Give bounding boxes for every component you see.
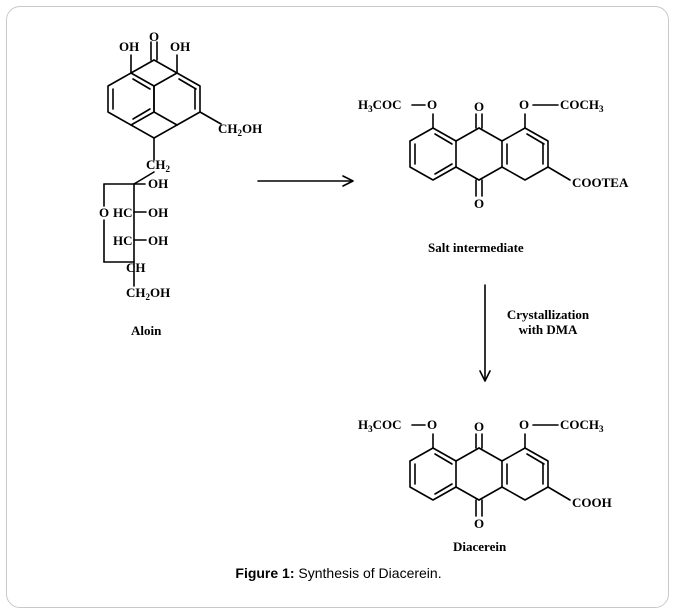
salt-carbonyl-bottom: O xyxy=(474,196,485,211)
aloin-ch2: CH2 xyxy=(146,157,170,175)
caption-text: Synthesis of Diacerein. xyxy=(294,565,442,581)
aloin-carbonyl-o: O xyxy=(149,29,160,44)
aloin-right-ring xyxy=(153,72,201,126)
crystallization-line-2: with DMA xyxy=(518,322,578,337)
aloin-hc-1: HC xyxy=(113,205,133,220)
diacerein-ester-right-o: O xyxy=(519,417,530,432)
diacerein-ester-left-o: O xyxy=(427,417,438,432)
salt-ester-left-o: O xyxy=(427,97,438,112)
diacerein-structure xyxy=(409,424,571,517)
crystallization-step-label: Crystallization with DMA xyxy=(493,307,603,337)
diacerein-left-ring xyxy=(409,447,457,501)
salt-carbonyl-top: O xyxy=(474,99,485,114)
diacerein-right-ring xyxy=(501,447,549,501)
salt-ester-left: H3COC xyxy=(358,97,402,115)
aloin-oh-c3: OH xyxy=(148,233,169,248)
aloin-oh-c1: OH xyxy=(148,176,169,191)
aloin-oh-right: OH xyxy=(170,39,191,54)
salt-ester-right-o: O xyxy=(519,97,530,112)
aloin-ch2oh-side: CH2OH xyxy=(126,285,171,303)
salt-right-ring xyxy=(501,127,549,181)
aloin-oh-left: OH xyxy=(119,39,140,54)
aloin-left-ring xyxy=(107,72,155,126)
aloin-name: Aloin xyxy=(131,323,162,338)
aloin-oh-c2: OH xyxy=(148,205,169,220)
figure-caption: Figure 1: Synthesis of Diacerein. xyxy=(0,565,677,581)
caption-prefix: Figure 1: xyxy=(235,565,295,581)
diacerein-ester-right: COCH3 xyxy=(560,417,604,435)
aloin-hc-2: HC xyxy=(113,233,133,248)
aloin-ring-o: O xyxy=(99,205,110,220)
aloin-structure xyxy=(103,41,222,287)
diacerein-ester-left: H3COC xyxy=(358,417,402,435)
salt-left-ring xyxy=(409,127,457,181)
diacerein-carbonyl-top: O xyxy=(474,419,485,434)
salt-cootea: COOTEA xyxy=(572,175,629,190)
reaction-arrows xyxy=(257,175,491,382)
salt-intermediate-structure xyxy=(409,104,571,197)
salt-intermediate-name: Salt intermediate xyxy=(428,240,524,255)
figure-frame xyxy=(6,6,669,608)
diacerein-carbonyl-bottom: O xyxy=(474,516,485,531)
crystallization-line-1: Crystallization xyxy=(506,307,590,322)
diacerein-name: Diacerein xyxy=(453,539,507,554)
aloin-ch: CH xyxy=(126,260,146,275)
diacerein-cooh: COOH xyxy=(572,495,612,510)
aloin-ch2oh-main: CH2OH xyxy=(218,121,263,139)
salt-ester-right: COCH3 xyxy=(560,97,604,115)
